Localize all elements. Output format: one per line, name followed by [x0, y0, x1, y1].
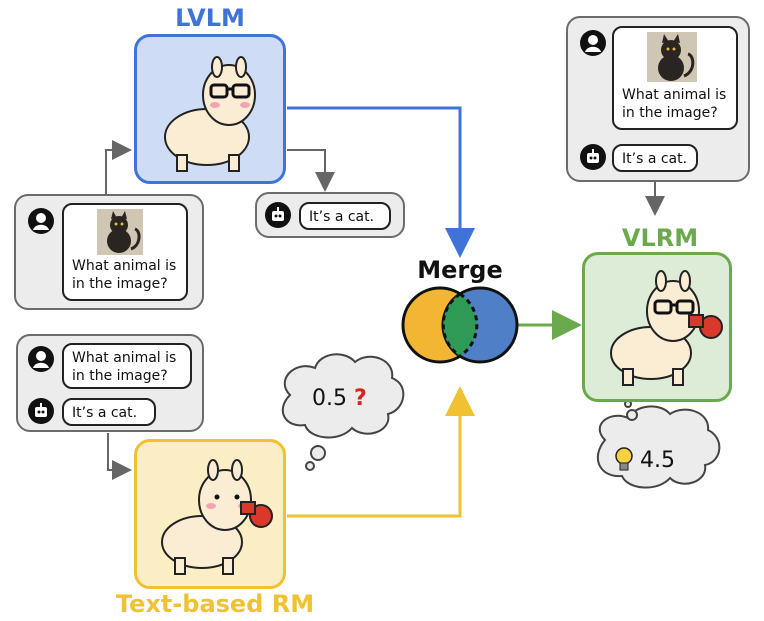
- thought-cloud-right: [596, 400, 721, 489]
- question-bubble: What animal is in the image?: [62, 203, 188, 301]
- llama-icon: [164, 56, 256, 172]
- vlrm-score: 4.5: [640, 448, 675, 473]
- arrow-lvlm-to-merge: [287, 106, 475, 258]
- text-rm-score-value: 0.5: [312, 386, 347, 411]
- text-rm-score: 0.5 ?: [312, 386, 367, 411]
- glasses-icon: [653, 299, 695, 315]
- question-text: What animal is in the image?: [622, 87, 727, 121]
- lightbulb-icon: [614, 447, 634, 473]
- thought-cloud-left: [281, 353, 405, 471]
- arrow-chat-to-textrm: [107, 433, 132, 480]
- lvlm-title: LVLM: [175, 4, 245, 32]
- user-icon: [28, 208, 54, 234]
- boxing-glove-icon: [688, 314, 723, 339]
- question-bubble: What animal is in the image?: [62, 343, 192, 389]
- reference-panel: What animal is in the image? It’s a cat.: [566, 16, 750, 182]
- cat-image: [97, 209, 143, 255]
- text-rm-card: [134, 439, 286, 589]
- answer-bubble: It’s a cat.: [299, 202, 391, 230]
- llama-icon: [161, 459, 273, 575]
- input-panel: What animal is in the image?: [14, 194, 204, 310]
- merge-venn-icon: [401, 286, 519, 364]
- robot-icon: [265, 202, 291, 228]
- user-icon: [28, 346, 54, 372]
- question-text: What animal is in the image?: [72, 258, 177, 292]
- arrow-input-to-lvlm: [105, 140, 132, 194]
- answer-bubble: It’s a cat.: [612, 144, 698, 172]
- arrow-textrm-to-merge: [287, 386, 475, 518]
- vlrm-title: VLRM: [621, 224, 699, 252]
- merge-title: Merge: [417, 256, 503, 284]
- vlrm-card: [582, 252, 732, 402]
- lvlm-answer-panel: It’s a cat.: [255, 192, 405, 238]
- lvlm-card: [134, 34, 286, 184]
- boxing-glove-icon: [240, 501, 273, 528]
- question-mark: ?: [354, 386, 367, 411]
- text-rm-title: Text-based RM: [115, 590, 315, 618]
- llama-icon: [610, 270, 723, 386]
- robot-icon: [580, 144, 606, 170]
- question-bubble: What animal is in the image?: [612, 26, 738, 130]
- user-icon: [580, 30, 606, 56]
- cat-image: [647, 32, 697, 82]
- arrow-lvlm-to-answer: [287, 149, 335, 192]
- glasses-icon: [209, 83, 251, 99]
- answer-bubble: It’s a cat.: [62, 398, 156, 426]
- robot-icon: [28, 398, 54, 424]
- chat-panel: What animal is in the image? It’s a cat.: [16, 334, 204, 432]
